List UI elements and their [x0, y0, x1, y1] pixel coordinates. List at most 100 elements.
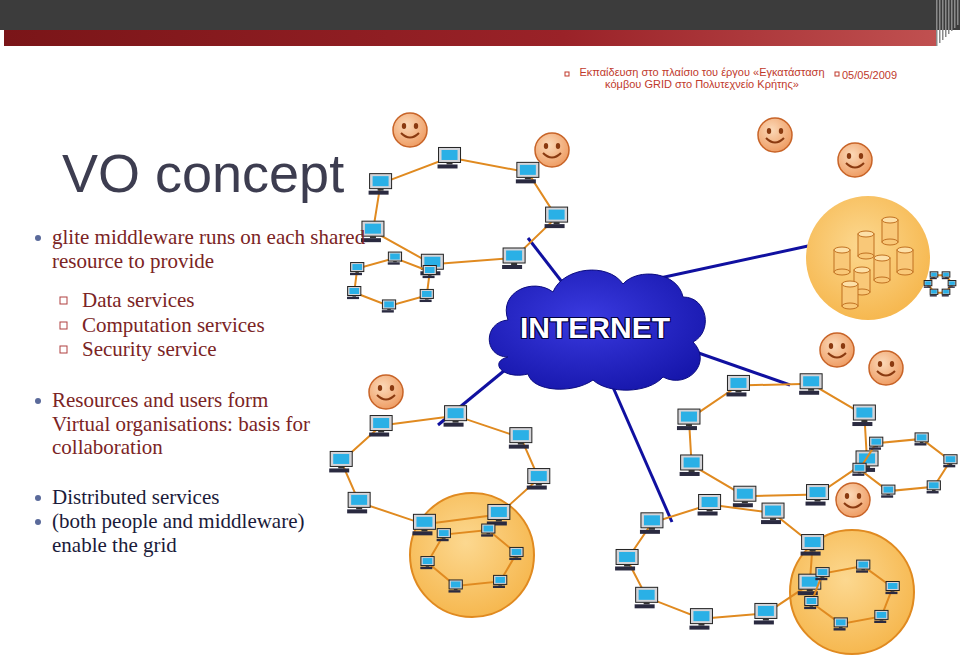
screen — [531, 471, 547, 481]
disk-bottom — [834, 269, 850, 275]
ring-link — [341, 416, 539, 525]
stripe — [942, 0, 944, 40]
smiley-face — [535, 133, 569, 167]
computer-icon — [680, 455, 703, 476]
stand — [525, 177, 531, 179]
smiley-face — [393, 113, 427, 147]
computer-icon — [856, 560, 870, 573]
header-mark — [565, 72, 569, 76]
stripe — [936, 0, 938, 46]
screen — [506, 250, 522, 260]
ring-link — [428, 530, 517, 586]
screen — [422, 291, 432, 297]
sub-bullet-text: Security service — [82, 338, 342, 362]
internet-cloud: INTERNET — [478, 262, 712, 393]
network-link — [438, 370, 505, 425]
smiley-face — [836, 483, 870, 517]
screen — [925, 281, 931, 285]
smile — [766, 138, 784, 143]
computer-icon — [924, 281, 932, 288]
monitor — [927, 481, 940, 490]
base — [369, 191, 389, 195]
screen — [512, 549, 522, 555]
base — [350, 273, 362, 275]
computer-icon — [369, 174, 392, 195]
computer-icon — [834, 618, 848, 631]
base — [726, 392, 746, 396]
computer-icon — [761, 503, 784, 524]
computer-icon — [874, 610, 888, 623]
face — [838, 143, 872, 177]
monitor — [942, 289, 950, 294]
monitor — [755, 603, 777, 618]
base — [635, 604, 655, 608]
computer-icon — [481, 524, 495, 537]
stand — [861, 420, 867, 422]
monitor — [482, 524, 495, 533]
computer-icon — [698, 494, 721, 515]
disk-bottom — [874, 277, 890, 283]
stand — [536, 484, 542, 486]
screen — [946, 456, 956, 462]
computer-icon — [927, 481, 941, 494]
screen — [871, 439, 881, 445]
computer-icon — [733, 486, 756, 507]
eye — [859, 153, 863, 159]
eye — [890, 361, 894, 367]
base — [914, 443, 926, 445]
smile — [844, 503, 862, 508]
computer-icon — [350, 263, 364, 276]
base — [448, 590, 460, 592]
screen — [765, 506, 781, 516]
computer-icon — [726, 375, 749, 396]
screen — [425, 267, 435, 273]
computer-icon — [852, 405, 875, 426]
network-link — [612, 385, 672, 522]
screen — [484, 526, 494, 532]
monitor — [870, 437, 883, 446]
stand — [707, 509, 713, 511]
base — [369, 433, 389, 437]
eye — [779, 128, 783, 134]
monitor — [699, 494, 721, 509]
disk-top — [897, 247, 913, 253]
eye — [767, 128, 771, 134]
base — [545, 224, 565, 228]
screen — [390, 254, 400, 260]
monitor — [875, 610, 888, 619]
monitor — [802, 535, 824, 550]
screen — [373, 418, 389, 428]
stand — [454, 589, 458, 590]
computer-icon — [801, 535, 824, 556]
ring-link — [627, 504, 813, 618]
screen — [681, 412, 697, 422]
base — [852, 422, 872, 426]
monitor — [805, 597, 818, 606]
computer-icon — [420, 557, 434, 570]
monitor — [886, 581, 899, 590]
monitor — [816, 568, 829, 577]
smiley-face — [838, 143, 872, 177]
stand — [698, 624, 704, 626]
monitor — [517, 162, 539, 177]
disk-icon — [842, 281, 858, 309]
monitor — [681, 455, 703, 470]
computer-icon — [527, 469, 550, 490]
monitor — [678, 409, 700, 424]
base — [856, 570, 868, 572]
stand — [735, 390, 741, 392]
smile — [846, 163, 864, 168]
computer-icon — [930, 289, 938, 296]
smiley-face — [869, 351, 903, 385]
monitor — [351, 263, 364, 272]
screen — [549, 210, 565, 220]
face — [869, 351, 903, 385]
monitor — [616, 549, 638, 564]
disk-icon — [834, 247, 850, 275]
monitor — [348, 286, 361, 295]
screen — [856, 408, 872, 418]
sub-bullet-text: Data services — [82, 289, 342, 313]
stand — [355, 272, 359, 273]
slide-title: VO concept — [62, 142, 344, 204]
monitor — [382, 300, 395, 309]
